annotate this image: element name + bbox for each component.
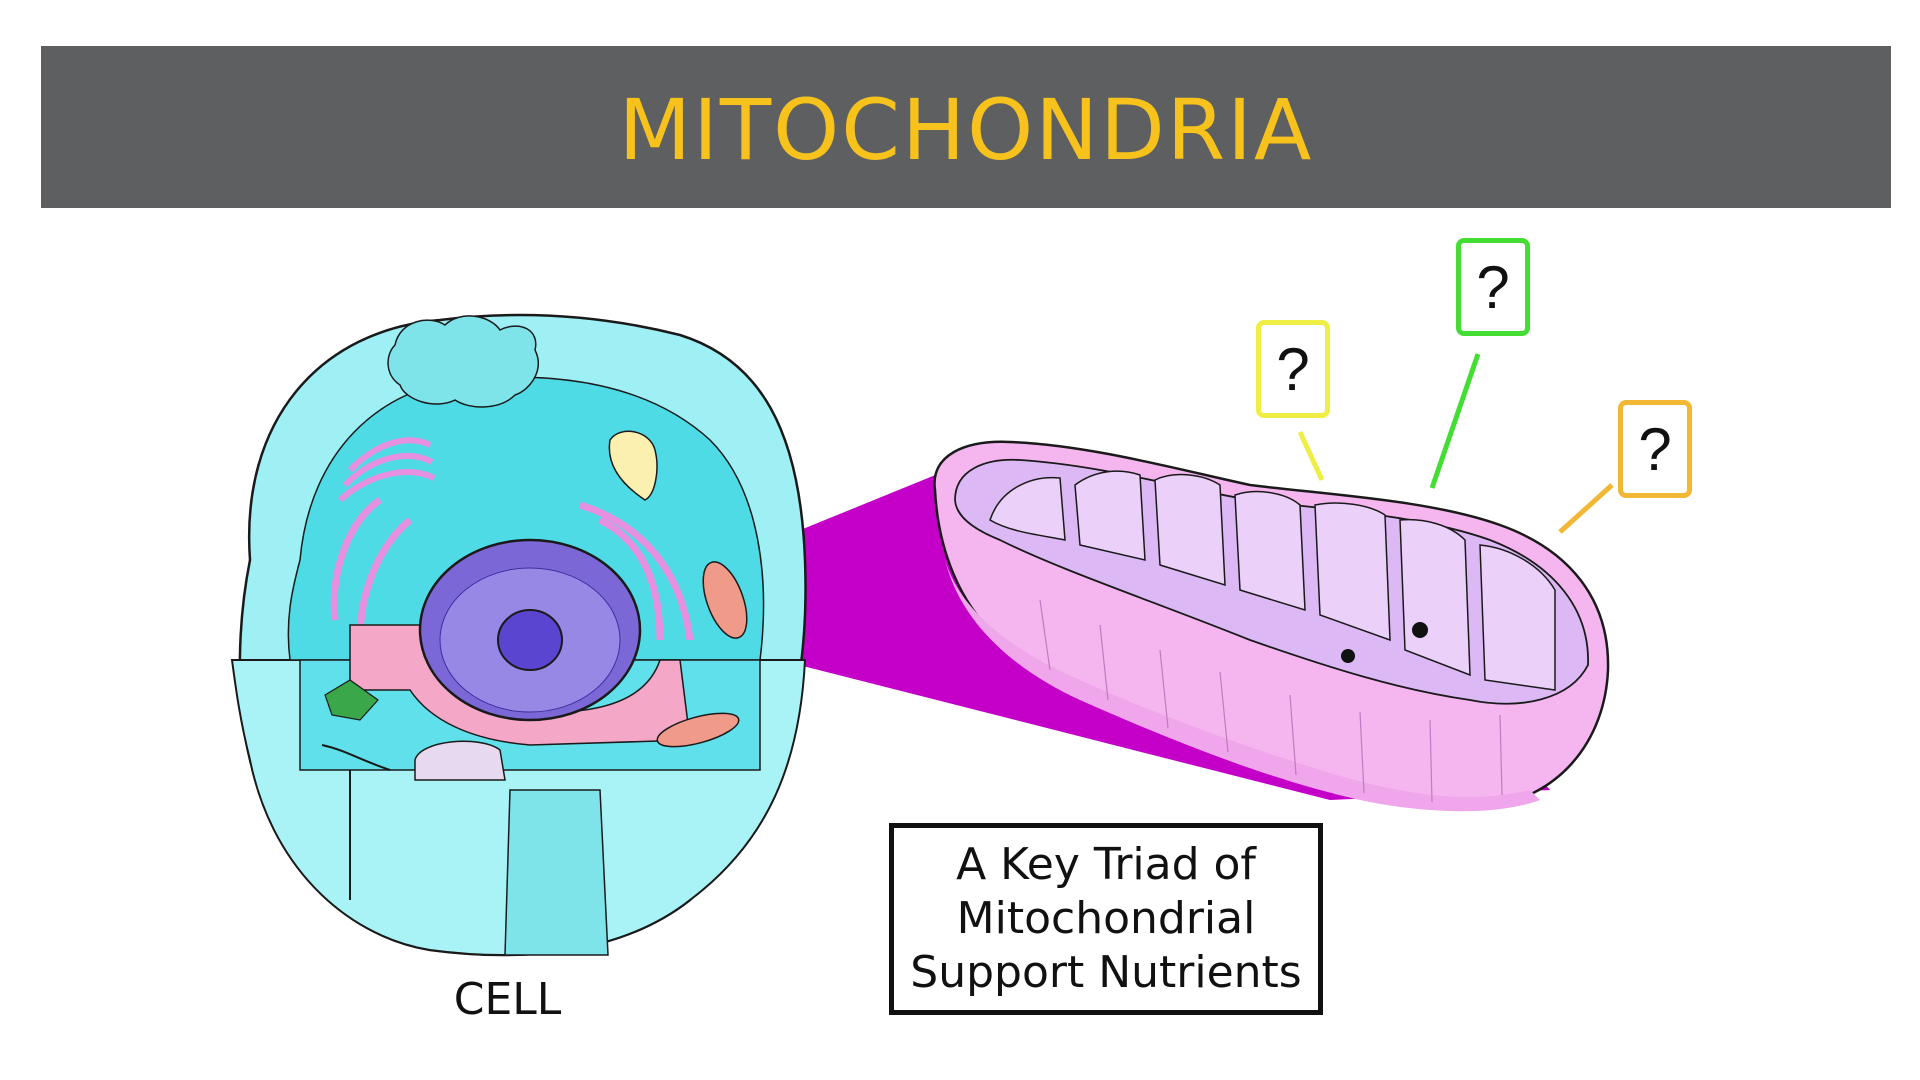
cell-illustration <box>230 313 807 957</box>
page-title: MITOCHONDRIA <box>618 81 1314 179</box>
endoplasmic-reticulum <box>330 497 694 641</box>
caption-line-3: Support Nutrients <box>910 947 1302 998</box>
cytoskeleton-top <box>387 315 539 408</box>
mitochondrion-lower-wall <box>945 560 1540 812</box>
callout-line-yellow <box>1297 430 1325 482</box>
title-banner: MITOCHONDRIA <box>41 46 1891 208</box>
vacuole <box>608 430 658 501</box>
question-callout-orange: ? <box>1618 400 1692 498</box>
callout-line-green <box>1429 353 1481 489</box>
caption-line-2: Mitochondrial <box>956 893 1256 944</box>
lysosome <box>414 740 506 781</box>
small-mitochondrion <box>702 561 748 639</box>
mitochondrion-wall-ribs <box>1039 599 1503 803</box>
golgi-apparatus <box>338 437 436 503</box>
microtubule <box>321 744 391 900</box>
ribosome-granule <box>1412 622 1428 638</box>
cytoskeleton-bottom <box>504 789 609 956</box>
ribosome-granule <box>1341 649 1355 663</box>
callout-line-orange <box>1558 483 1614 534</box>
nucleolus <box>497 609 563 671</box>
question-callout-yellow: ? <box>1256 320 1330 418</box>
cristae <box>989 470 1556 691</box>
mitochondrion-lower <box>656 712 740 748</box>
caption-box: A Key Triad of Mitochondrial Support Nut… <box>889 823 1323 1015</box>
mitochondrion-enlarged <box>933 440 1610 812</box>
cell-label: CELL <box>453 974 562 1025</box>
caption-line-1: A Key Triad of <box>956 839 1256 890</box>
centriole <box>324 679 379 721</box>
question-callout-green: ? <box>1456 238 1530 336</box>
